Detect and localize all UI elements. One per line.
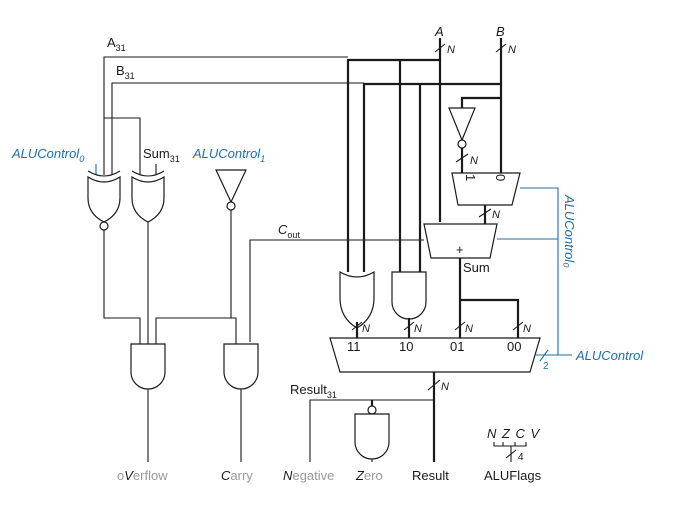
slash-00 — [512, 321, 524, 331]
flags-width: 4 — [518, 452, 524, 463]
xor-gate-1 — [87, 175, 121, 223]
xor2-back-arc — [131, 170, 165, 177]
width-01: N — [465, 323, 473, 335]
zero-gate — [354, 413, 390, 460]
wire-cout — [249, 239, 424, 342]
alucontrol-slash — [539, 349, 549, 362]
mux-sel-10: 10 — [399, 339, 413, 354]
xnor-bubble — [99, 221, 109, 231]
alucontrol1-bubble — [226, 201, 236, 211]
bus-a — [346, 38, 442, 272]
or-gate — [339, 270, 375, 329]
flags-slash — [505, 449, 517, 459]
slash-10 — [403, 321, 415, 331]
wire-result31 — [309, 399, 434, 462]
b-select-mux — [451, 172, 521, 206]
xor1-back-arc — [87, 170, 121, 177]
overflow-label: oVerflow — [117, 468, 168, 483]
wire-xnor-out — [103, 230, 141, 344]
adder-plus: + — [456, 242, 464, 257]
mux-sel-11: 11 — [347, 339, 361, 354]
flags-bracket — [493, 442, 527, 447]
bus-b-label: B — [496, 24, 505, 39]
b-inverter-bubble — [457, 139, 467, 149]
bus-a-width: N — [447, 44, 455, 56]
xor-gate-2 — [131, 175, 165, 223]
width-00: N — [523, 323, 531, 335]
slash-01 — [454, 321, 466, 331]
b31-label: B31 — [116, 63, 135, 81]
wire-a31 — [103, 56, 348, 175]
result-label: Result — [412, 468, 449, 483]
adder — [423, 223, 498, 259]
flags-letters: N Z C V — [487, 426, 541, 441]
sum31-label: Sum31 — [143, 146, 180, 164]
width-11: N — [362, 323, 370, 335]
bus-b-width: N — [508, 44, 516, 56]
width-10: N — [414, 323, 422, 335]
bus-a-label: A — [434, 24, 444, 39]
result-width: N — [441, 381, 449, 393]
wire-b31 — [111, 82, 364, 175]
cout-label: Cout — [278, 222, 300, 240]
wire-notctrl1-carry — [231, 317, 237, 344]
mux-sel-01: 01 — [450, 339, 464, 354]
sum-label: Sum — [463, 260, 490, 275]
aluflags-label: ALUFlags — [484, 468, 542, 483]
alucontrol0-left-label: ALUControl0 — [11, 146, 84, 164]
zero-label: Zero — [355, 468, 383, 483]
mux-out-width: N — [492, 209, 500, 221]
inv-bus-width: N — [470, 155, 478, 167]
alucontrol1-label: ALUControl1 — [192, 146, 265, 164]
overflow-and-gate — [130, 343, 166, 390]
b-inverter — [448, 107, 476, 142]
wire-a31-xor2 — [104, 117, 141, 175]
negative-label: Negative — [283, 468, 334, 483]
wire-alucontrol0-right — [520, 187, 559, 355]
result31-label: Result31 — [290, 382, 337, 400]
alucontrol1-inverter — [215, 169, 247, 204]
mux-sel-00: 00 — [507, 339, 521, 354]
and-gate-ab — [391, 271, 427, 320]
wire-notctrl1-overflow — [155, 210, 232, 344]
carry-label: Carry — [221, 468, 253, 483]
bus-b-to-or — [362, 82, 501, 272]
mux-out-slash — [478, 208, 492, 218]
slash-11 — [351, 321, 363, 331]
mux-in0-label: 0 — [493, 174, 508, 181]
alucontrol-width: 2 — [543, 361, 549, 372]
result-mux — [329, 337, 541, 373]
result-slash — [427, 379, 441, 391]
zero-bubble — [367, 405, 377, 415]
bus-b-to-inverter — [460, 96, 501, 108]
inv-bus-slash — [455, 153, 469, 163]
alucontrol-label: ALUControl — [575, 348, 644, 363]
mux-in1-label: 1 — [463, 174, 478, 181]
alucontrol0-right-label: ALUControl₀ — [562, 194, 577, 268]
carry-and-gate — [223, 343, 259, 390]
a31-label: A31 — [107, 35, 126, 53]
